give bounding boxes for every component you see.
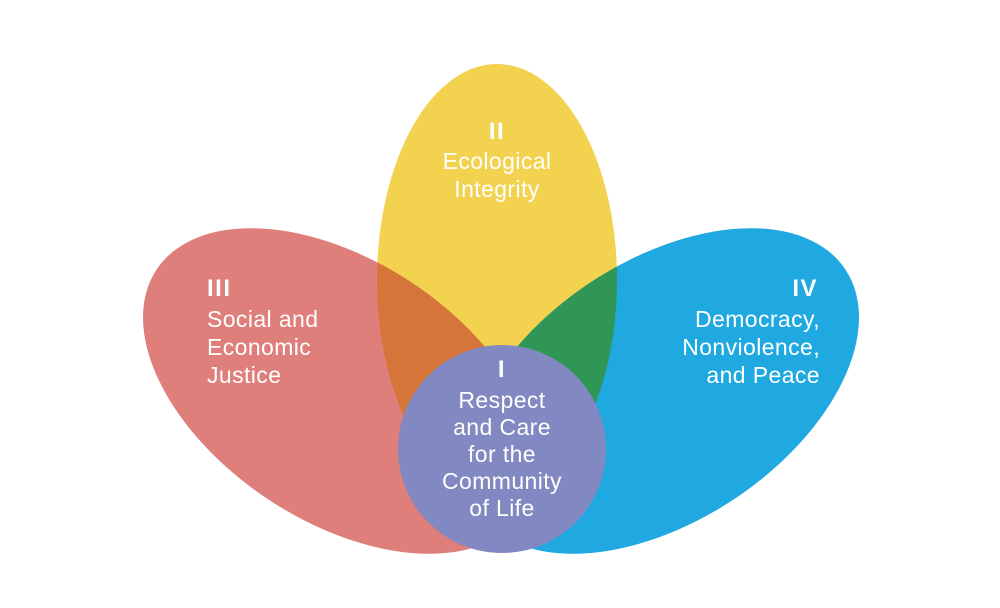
label-ecological-line2: Integrity (454, 176, 540, 202)
label-respect-line3: for the (468, 441, 536, 467)
label-respect-line4: Community (442, 468, 562, 494)
label-ecological-line1: Ecological (443, 148, 552, 174)
label-democracy-line2: Nonviolence, (682, 334, 820, 360)
label-democracy-line3: and Peace (706, 362, 820, 388)
label-social-line2: Economic (207, 334, 311, 360)
numeral-ecological-integrity: II (489, 118, 505, 145)
label-respect-line1: Respect (458, 387, 545, 413)
circle-respect-and-care (398, 345, 606, 553)
numeral-democracy-nonviolence-peace: IV (792, 275, 818, 302)
label-social-line3: Justice (207, 362, 281, 388)
numeral-respect-and-care: I (498, 356, 506, 383)
label-democracy-line1: Democracy, (695, 306, 820, 332)
label-social-line1: Social and (207, 306, 318, 332)
label-respect-line5: of Life (469, 495, 534, 521)
label-respect-line2: and Care (453, 414, 551, 440)
numeral-social-economic-justice: III (207, 275, 232, 302)
